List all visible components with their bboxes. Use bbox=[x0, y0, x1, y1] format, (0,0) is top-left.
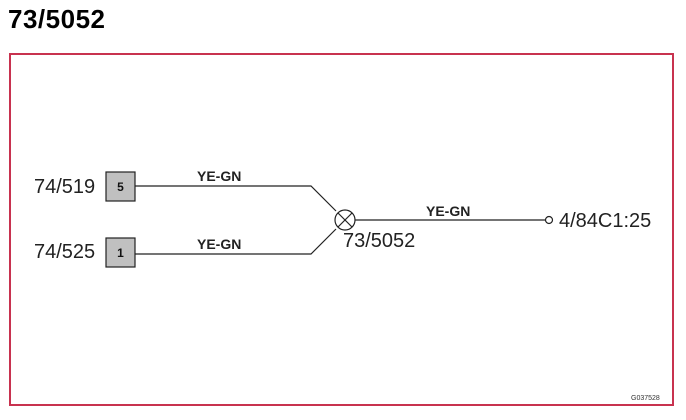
figure-code: G037528 bbox=[631, 395, 660, 402]
wire-bottom bbox=[135, 228, 337, 255]
wire-color-top: YE-GN bbox=[197, 168, 241, 184]
pin-number-74-519: 5 bbox=[117, 180, 124, 194]
pin-box-74-519 bbox=[105, 171, 136, 202]
connector-label-74-519: 74/519 bbox=[34, 176, 95, 198]
destination-label: 4/84C1:25 bbox=[559, 210, 651, 232]
wire-color-output: YE-GN bbox=[426, 203, 470, 219]
terminal-point bbox=[544, 215, 554, 225]
splice-label: 73/5052 bbox=[343, 230, 415, 252]
pin-number-74-525: 1 bbox=[117, 246, 124, 260]
wire-top bbox=[135, 185, 337, 212]
diagram-frame bbox=[9, 53, 674, 406]
pin-box-74-525 bbox=[105, 237, 136, 268]
connector-label-74-525: 74/525 bbox=[34, 241, 95, 263]
splice-symbol bbox=[334, 209, 356, 231]
wire-color-bottom: YE-GN bbox=[197, 236, 241, 252]
page-title: 73/5052 bbox=[8, 4, 106, 34]
